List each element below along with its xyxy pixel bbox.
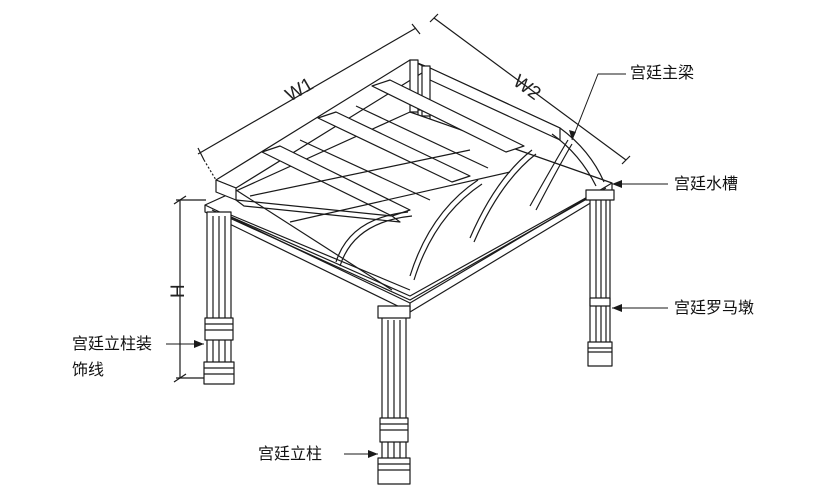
- leader-lines: [166, 73, 668, 458]
- callout-column: 宫廷立柱: [258, 444, 323, 463]
- gutter-frame: [204, 111, 613, 313]
- front-column: [377, 305, 411, 485]
- callout-column-trim-line1: 宫廷立柱装: [72, 334, 153, 353]
- roof-frame: [215, 59, 605, 291]
- dimension-h: H: [168, 195, 206, 383]
- w1-label: W1: [282, 74, 317, 106]
- callout-gutter: 宫廷水槽: [674, 174, 739, 193]
- left-column: [203, 211, 235, 385]
- right-column: [585, 189, 615, 367]
- callout-roman-pier: 宫廷罗马墩: [674, 298, 755, 317]
- callout-main-beam: 宫廷主梁: [630, 63, 695, 82]
- w2-label: W2: [509, 71, 544, 105]
- h-label: H: [168, 284, 189, 298]
- callout-column-trim-line2: 饰线: [72, 360, 105, 379]
